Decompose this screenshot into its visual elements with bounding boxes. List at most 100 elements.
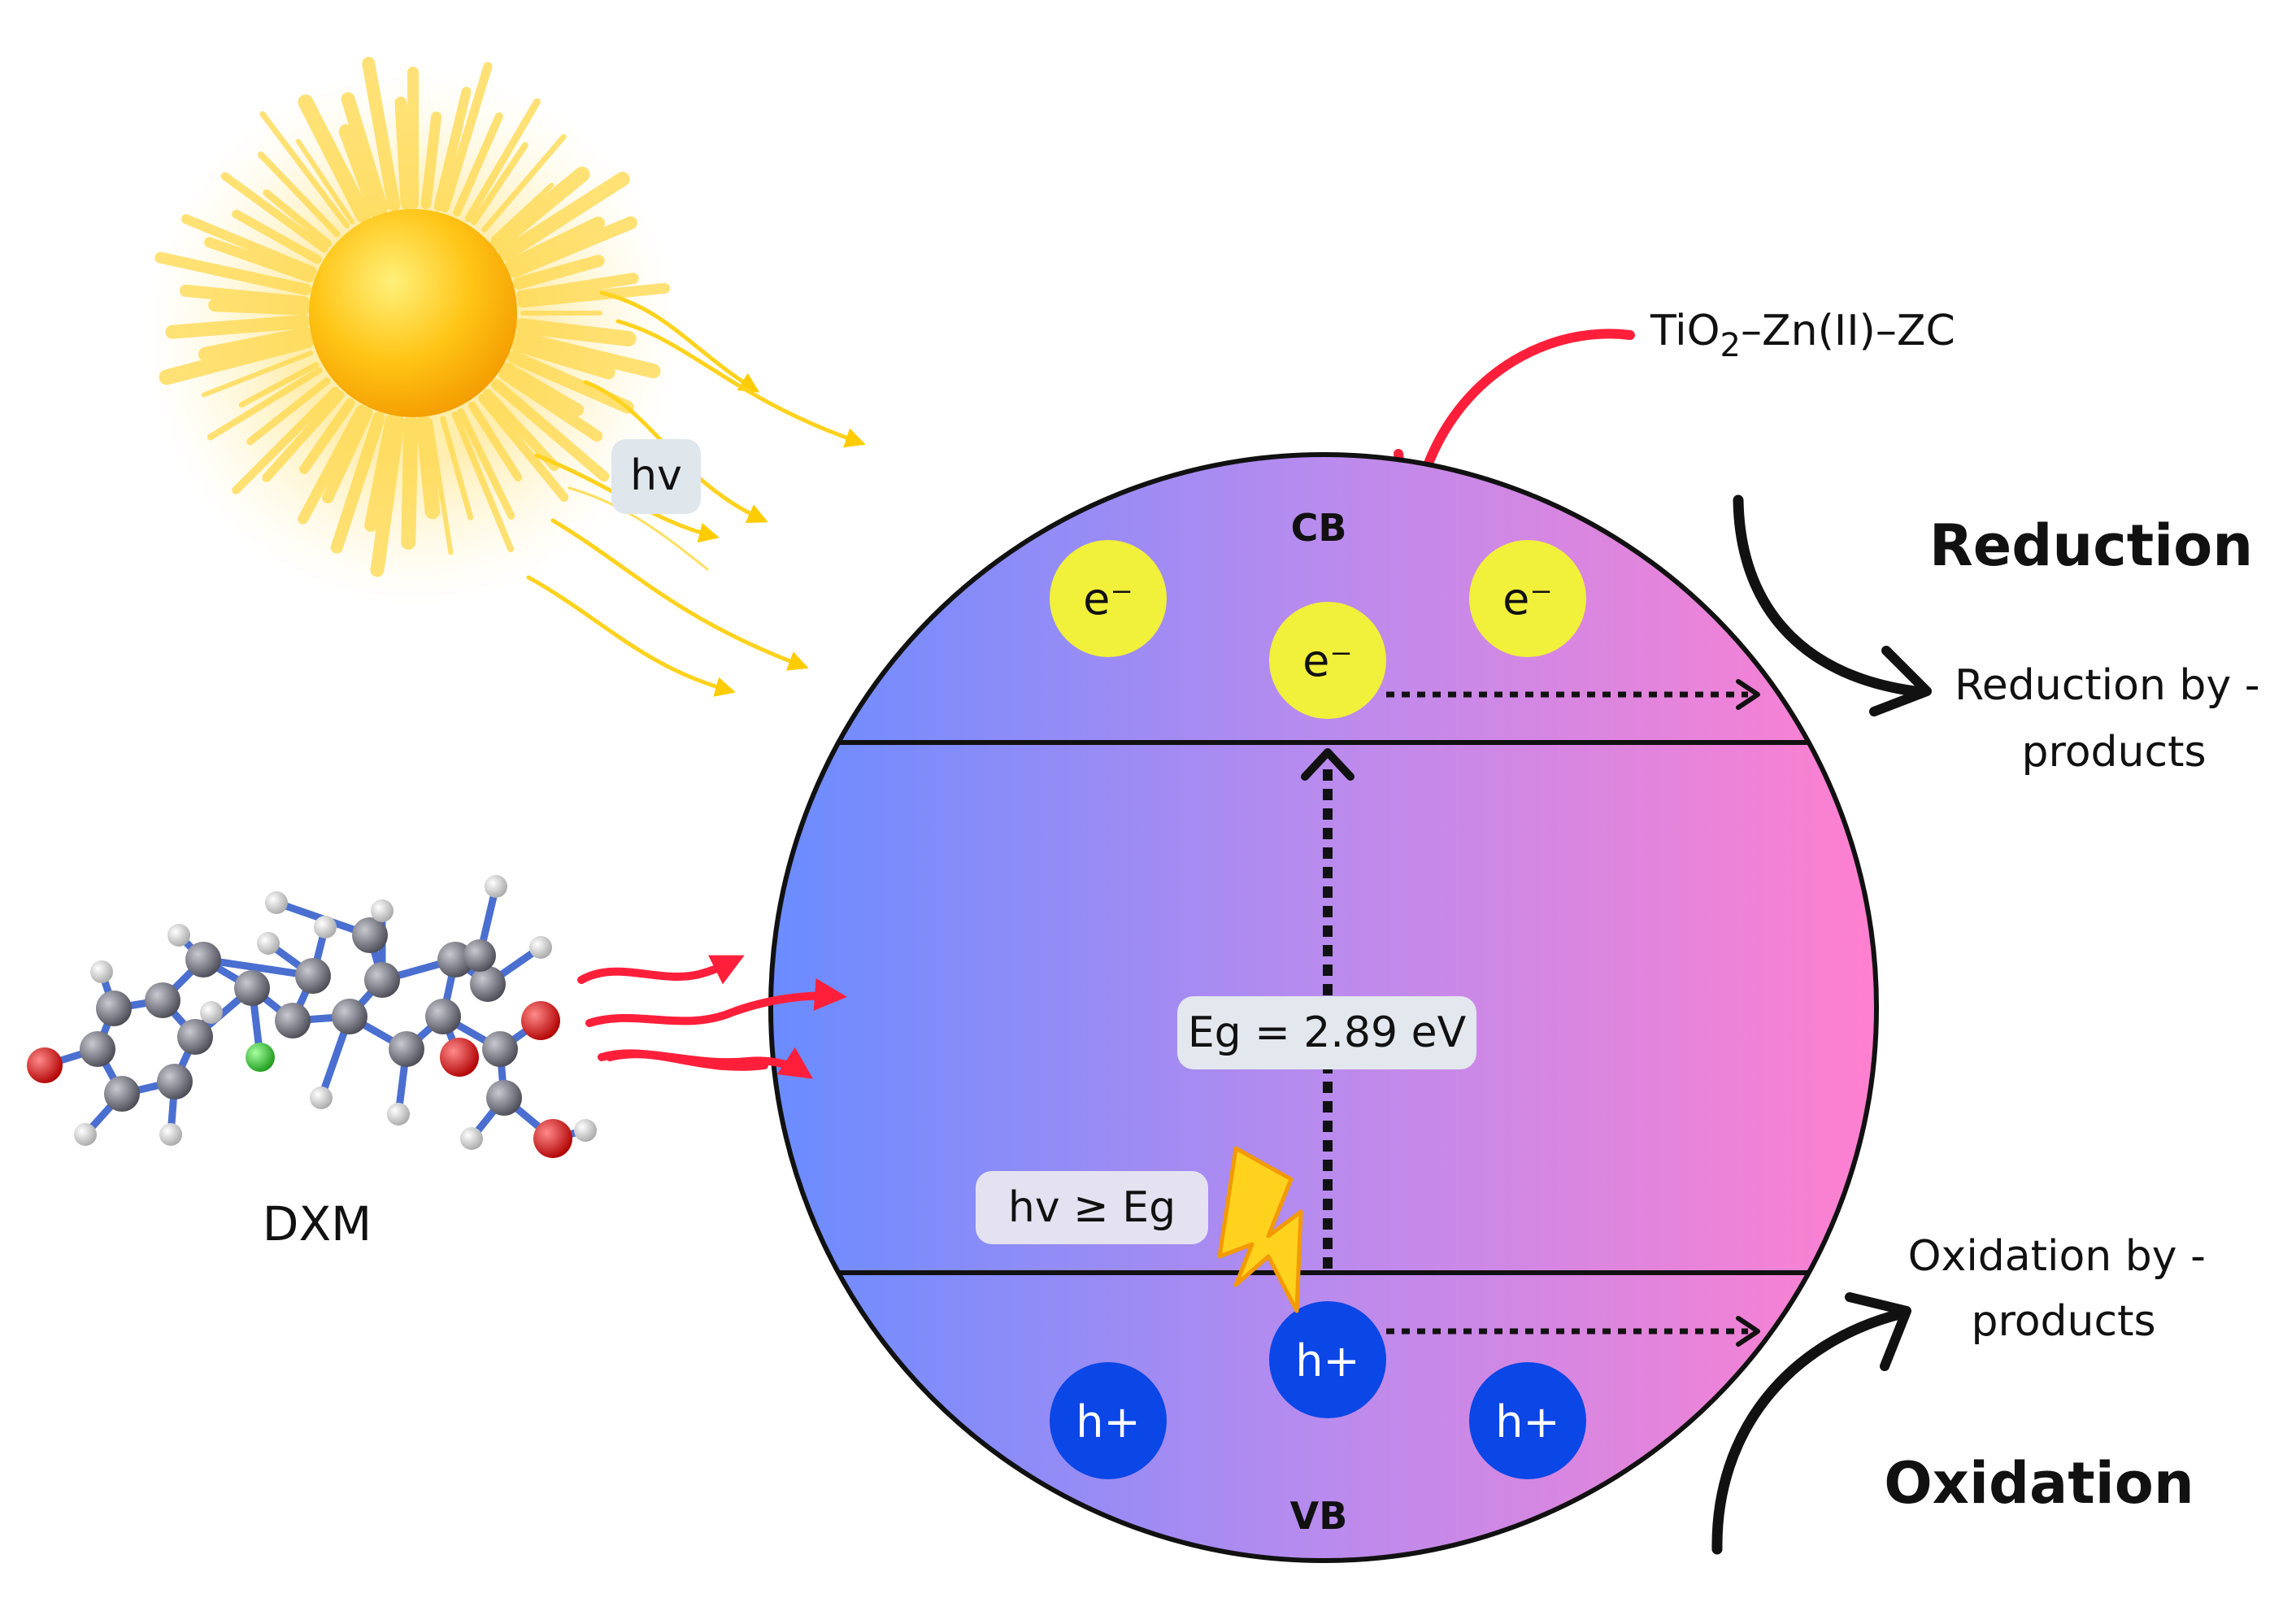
sun-ray (298, 404, 367, 525)
sun-ray (464, 98, 541, 223)
svg-text:TiO2–Zn(II)–ZC: TiO2–Zn(II)–ZC (1650, 307, 1955, 364)
molecule-atom (389, 1031, 424, 1067)
sun-ray (498, 368, 603, 442)
molecule-atom (257, 932, 280, 955)
sun-ray (362, 56, 401, 212)
sun-ray (322, 407, 373, 503)
sun-ray (259, 111, 350, 229)
conduction-band-label: CB (1291, 506, 1347, 550)
molecule-atom (482, 1031, 518, 1067)
sun-ray (512, 331, 661, 379)
valence-band-label: VB (1290, 1494, 1348, 1538)
molecule-atom (352, 917, 388, 953)
molecule-atom (485, 875, 507, 898)
sun-ray (263, 189, 333, 247)
molecule-atom (295, 958, 331, 994)
sun-icon (145, 56, 681, 606)
sun-ray (514, 318, 637, 346)
hole-carriers: h+ h+ h+ (1050, 1301, 1586, 1479)
molecule-atom (529, 936, 552, 959)
sun-ray (478, 393, 569, 502)
oxidation-arrow (1711, 1292, 1911, 1555)
band-gap-label: Eg = 2.89 eV (1177, 996, 1476, 1069)
molecule-atom (371, 899, 394, 922)
molecule-atom (104, 1076, 140, 1112)
sun-ray (415, 414, 441, 520)
sun-ray (420, 111, 442, 210)
molecule-atom (159, 1123, 182, 1146)
molecule-atom (332, 999, 367, 1034)
lightning-bolt-icon (1217, 1146, 1303, 1313)
sun-ray (471, 142, 528, 225)
reduction-title: Reduction (1929, 512, 2253, 579)
dxm-molecule-illustration (27, 875, 597, 1158)
sun-ray (451, 411, 515, 553)
sun-ray (165, 315, 311, 339)
sun-ray (370, 415, 405, 577)
sun-ray (491, 379, 610, 482)
electron: e⁻ (1050, 540, 1167, 657)
sun-ray (295, 138, 354, 224)
sun-ray (338, 124, 383, 218)
sun-ray (364, 414, 398, 532)
sun-ray (262, 390, 345, 482)
oxidation-title: Oxidation (1884, 1450, 2194, 1517)
sun-ray (154, 251, 312, 296)
svg-text:hv ≥ Eg: hv ≥ Eg (1008, 1183, 1176, 1232)
sun-ray (482, 389, 559, 472)
molecule-atom (275, 1003, 311, 1038)
hole: h+ (1269, 1301, 1386, 1418)
excitation-arrow (1301, 748, 1355, 1269)
sun-ray (246, 377, 331, 446)
svg-text:h+: h+ (1076, 1396, 1140, 1448)
sun-ray (179, 284, 311, 309)
molecule-atom (200, 1001, 223, 1024)
sun-ray (433, 86, 472, 211)
reduction-products: Reduction by - products (1955, 661, 2273, 777)
oxidation-products: Oxidation by - products (1908, 1232, 2220, 1346)
molecule-atom (314, 916, 337, 938)
molecule-atom (470, 966, 506, 1002)
molecule-atom (234, 970, 270, 1006)
electron: e⁻ (1269, 602, 1386, 719)
sun-ray (232, 386, 340, 494)
sun-ray (467, 401, 523, 482)
molecule-atom (440, 1038, 479, 1077)
molecule-atom (521, 1001, 560, 1040)
sun-ray (440, 62, 493, 213)
hole: h+ (1050, 1362, 1167, 1479)
sun-ray (298, 94, 372, 224)
sun-ray (159, 333, 315, 385)
molecule-atom (246, 1043, 275, 1072)
molecule-atom (167, 924, 190, 947)
excitation-condition-label: hv ≥ Eg (976, 1171, 1208, 1244)
reduction-arrow (1733, 494, 1932, 716)
light-energy-label: hv (611, 439, 701, 514)
sun-ray (457, 408, 515, 520)
catalyst-label: TiO2–Zn(II)–ZC (1650, 307, 1955, 364)
sun-ray (515, 272, 639, 302)
svg-text:e⁻: e⁻ (1302, 635, 1353, 686)
sun-ray (512, 255, 605, 290)
sun-ray (505, 216, 606, 272)
electron: e⁻ (1469, 540, 1586, 657)
sun-ray (257, 151, 341, 237)
molecule-atom (74, 1123, 97, 1146)
molecule-atom (90, 960, 113, 983)
pollutant-label: DXM (263, 1196, 372, 1252)
sun-ray (341, 92, 389, 216)
pollutant-flow-arrows (577, 955, 847, 1079)
sun-ray (489, 166, 590, 251)
sun-ray (198, 327, 313, 362)
sun-ray (232, 209, 322, 264)
sun-ray (481, 133, 567, 233)
sun-ray (501, 362, 585, 416)
molecule-atom (463, 939, 496, 972)
molecule-atom (27, 1047, 63, 1083)
svg-text:e⁻: e⁻ (1083, 573, 1133, 625)
sun-ray (507, 351, 634, 414)
sun-ray (204, 237, 315, 283)
molecule-atom (460, 1127, 483, 1150)
